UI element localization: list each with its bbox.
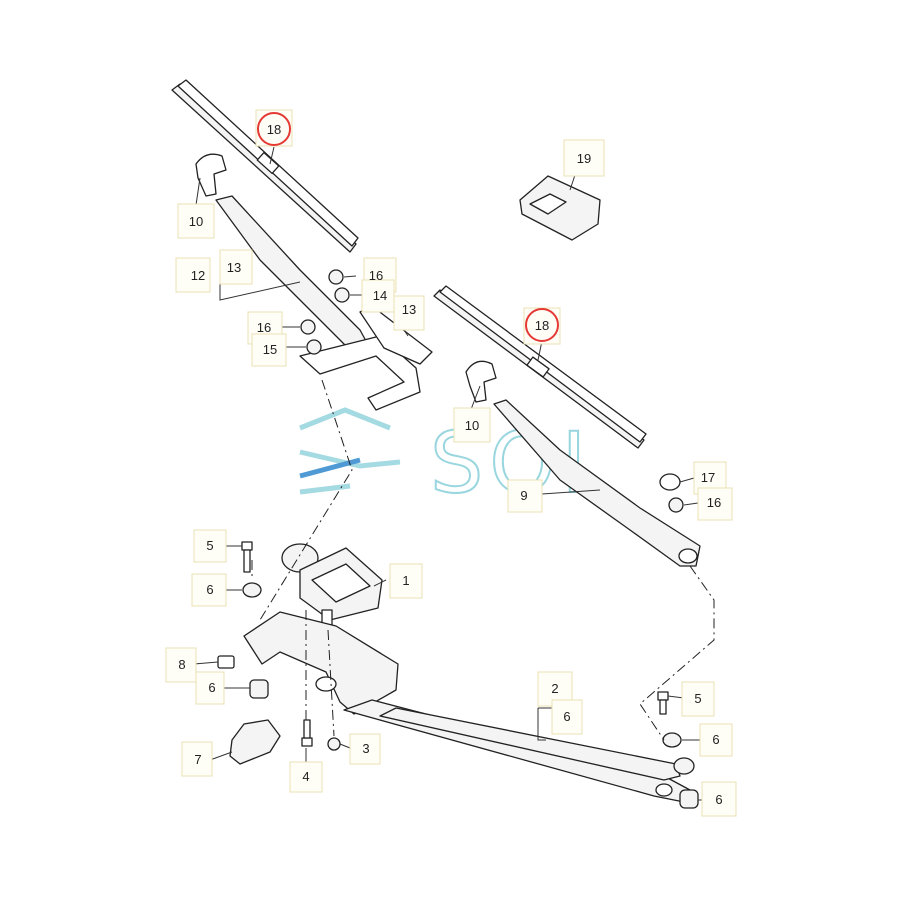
- callout-boxes: [165, 109, 737, 817]
- callout-6-b: 6: [208, 680, 215, 695]
- washer-14: [334, 287, 350, 303]
- washer-15: [306, 339, 322, 355]
- bushing-6-b: [249, 679, 269, 699]
- callout-16-top: 16: [369, 268, 383, 283]
- highlight-circle-18-left: [257, 112, 291, 146]
- callout-2: 2: [551, 681, 558, 696]
- sol-logo-icon: [299, 407, 401, 495]
- bushing-6-a: [242, 582, 262, 598]
- callout-17: 17: [701, 470, 715, 485]
- bushing-6-e: [679, 789, 699, 809]
- arm-cap-left: [195, 153, 227, 197]
- callout-13-right: 13: [402, 302, 416, 317]
- callout-19: 19: [577, 151, 591, 166]
- callout-9: 9: [520, 488, 527, 503]
- nut-16-top: [328, 269, 344, 285]
- wiper-motor: [281, 543, 383, 627]
- callout-4: 4: [302, 769, 309, 784]
- bushing-6-c: [662, 732, 682, 748]
- callout-8: 8: [178, 657, 185, 672]
- nut-16-mid: [300, 319, 316, 335]
- callout-6-d: 6: [712, 732, 719, 747]
- callout-numbers: 18 18 19 10 10 12 13 16 14 13 16 15 17 1…: [178, 122, 722, 807]
- wiper-arm-right: [493, 399, 701, 567]
- callout-6-a: 6: [206, 582, 213, 597]
- bushing-6-d: [673, 757, 695, 775]
- callout-13-left: 13: [227, 260, 241, 275]
- callout-18-left: 18: [267, 122, 281, 137]
- callout-5-left: 5: [206, 538, 213, 553]
- wiper-blade-right: [433, 285, 647, 449]
- arm-cap-right: [465, 360, 497, 403]
- bracket-7: [229, 719, 281, 765]
- callout-16-mid: 16: [257, 320, 271, 335]
- callout-15: 15: [263, 342, 277, 357]
- highlight-circle-18-right: [525, 308, 559, 342]
- callout-1: 1: [402, 573, 409, 588]
- bolt-4: [301, 719, 313, 747]
- callout-7: 7: [194, 752, 201, 767]
- leader-lines: [193, 146, 702, 801]
- callout-12: 12: [191, 268, 205, 283]
- callout-6-c: 6: [563, 709, 570, 724]
- bolt-5-left: [241, 541, 253, 573]
- callout-6-e: 6: [715, 792, 722, 807]
- assembly-lines: [251, 379, 715, 741]
- callout-10-right: 10: [465, 418, 479, 433]
- callout-18-right: 18: [535, 318, 549, 333]
- nut-16-right: [668, 497, 684, 513]
- bolt-5-right: [657, 691, 669, 715]
- wiper-blade-left: [171, 79, 359, 253]
- callout-14: 14: [373, 288, 387, 303]
- callout-5-right: 5: [694, 691, 701, 706]
- callout-10-left: 10: [189, 214, 203, 229]
- bolt-8: [217, 655, 235, 669]
- nut-3: [327, 737, 341, 751]
- callout-3: 3: [362, 741, 369, 756]
- control-unit-19: [519, 175, 601, 241]
- callout-16-right: 16: [707, 495, 721, 510]
- cap-17: [659, 473, 681, 491]
